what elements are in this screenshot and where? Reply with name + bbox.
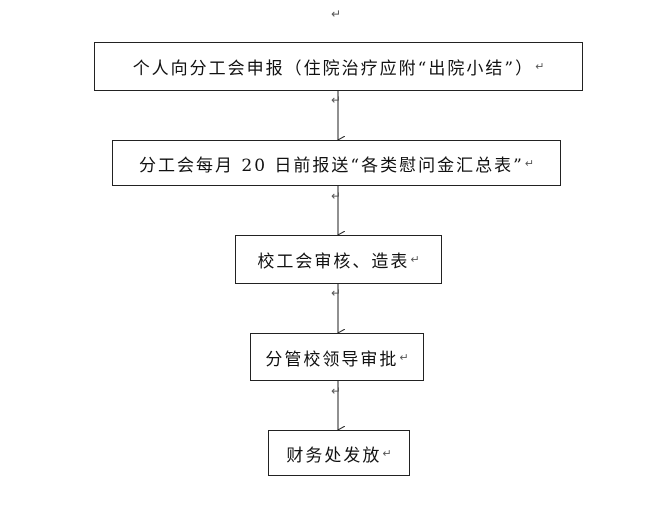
step-box-3: 校工会审核、造表↵ [235,235,442,284]
step-text-3: 校工会审核、造表 [257,252,410,272]
step-box-4: 分管校领导审批↵ [250,333,424,381]
paragraph-mark: ↵ [382,446,392,460]
step-box-1: 个人向分工会申报（住院治疗应附“出院小结”）↵ [94,42,583,91]
paragraph-mark: ↵ [331,286,342,300]
step-text-4: 分管校领导审批 [265,349,399,370]
step-text-5: 财务处发放 [286,445,382,466]
paragraph-mark: ↵ [331,384,342,398]
step-box-5: 财务处发放↵ [268,430,410,476]
paragraph-mark: ↵ [399,350,409,364]
paragraph-mark: ↵ [410,253,420,266]
step-box-2: 分工会每月 20 日前报送“各类慰问金汇总表”↵ [112,140,561,186]
step-text-2: 分工会每月 20 日前报送“各类慰问金汇总表” [138,155,524,176]
paragraph-mark: ↵ [524,156,535,170]
step-text-1: 个人向分工会申报（住院治疗应附“出院小结”） [132,59,535,79]
paragraph-mark: ↵ [331,93,342,107]
paragraph-mark: ↵ [331,7,342,21]
paragraph-mark: ↵ [331,189,342,203]
paragraph-mark: ↵ [535,60,545,73]
